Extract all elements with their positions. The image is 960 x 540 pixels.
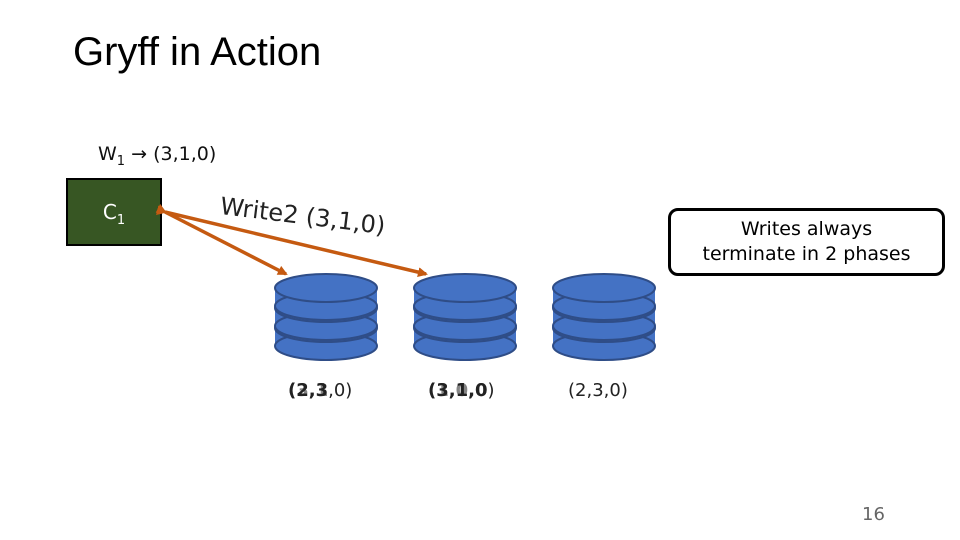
replica-2-database-icon xyxy=(413,273,517,361)
replica-1-ts-over: (2,3 xyxy=(288,380,329,401)
right-arrow-icon: → xyxy=(131,143,148,165)
replica-3-timestamp: (2,3,0) xyxy=(568,380,628,401)
slide-title: Gryff in Action xyxy=(73,30,322,74)
replica-1-timestamp: (2,3(3,1,0) xyxy=(288,380,352,401)
replica-2-ts-over: (3,1,0 xyxy=(428,380,488,401)
note-line-2: terminate in 2 phases xyxy=(702,243,911,265)
replica-3-database-icon xyxy=(552,273,656,361)
client-subscript: 1 xyxy=(116,213,126,228)
replica-1-database-icon xyxy=(274,273,378,361)
op-value: (3,1,0) xyxy=(153,143,217,165)
op-subscript: 1 xyxy=(116,153,126,169)
client-label: C1 xyxy=(68,200,160,228)
note-line-1: Writes always xyxy=(740,218,873,241)
replica-1-ts-under: (3,1 xyxy=(288,380,329,401)
client-name: C xyxy=(102,200,117,224)
write-arrow-replica-2 xyxy=(156,205,428,278)
replica-2-ts-under: (1,0,0 xyxy=(428,380,488,401)
op-name: W xyxy=(98,143,117,165)
replica-1-ts-tail: ,0) xyxy=(328,380,353,401)
client-box: C1 xyxy=(66,178,162,246)
page-number: 16 xyxy=(862,504,885,525)
writes-note-box: Writes always terminate in 2 phases xyxy=(668,208,945,276)
write-operation-label: W1 → (3,1,0) xyxy=(98,143,216,169)
replica-2-ts-tail: ) xyxy=(487,380,495,401)
replica-2-timestamp: (3,1,0(1,0,0) xyxy=(428,380,495,401)
